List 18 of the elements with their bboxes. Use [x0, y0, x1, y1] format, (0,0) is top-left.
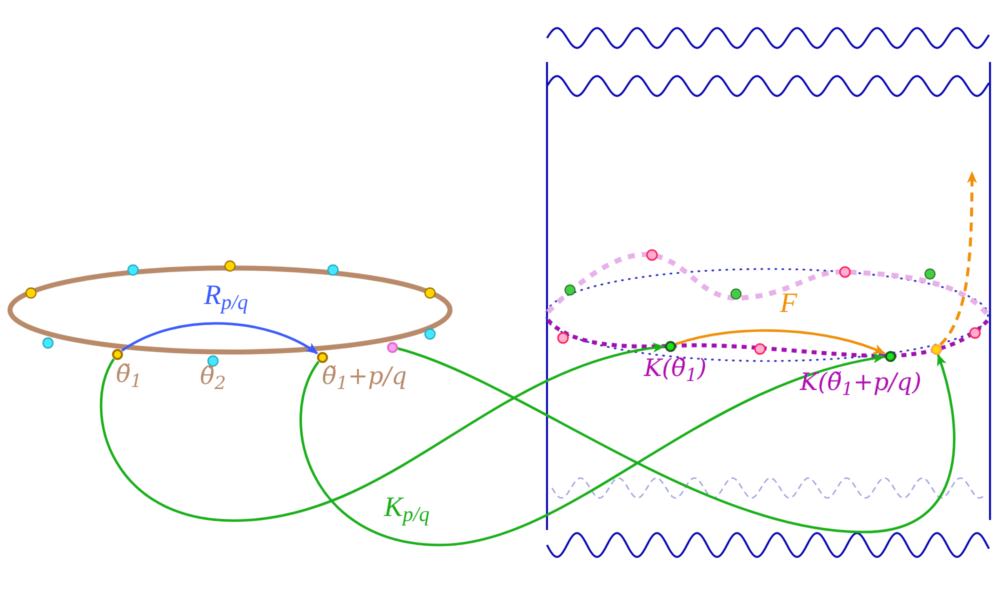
point-label: θ̃$_{1}$+p/q: [322, 364, 407, 388]
point-marker: [316, 352, 328, 362]
point-marker: [930, 344, 942, 354]
point-label: K(θ̃$_{1}$): [644, 356, 707, 380]
point-marker: [664, 340, 676, 352]
arrow: [397, 347, 956, 534]
edge-label: F: [780, 290, 798, 318]
arrow: [939, 171, 977, 346]
point-label: K(θ̃$_{1}$+p/q): [800, 370, 922, 394]
point-label: θ̃$_{2}$: [200, 364, 226, 388]
point-label: θ̃$_{1}$: [116, 362, 142, 386]
arrow: [675, 329, 886, 355]
point-marker: [112, 348, 122, 360]
point-marker: [386, 342, 398, 352]
arrow: [300, 354, 886, 546]
arrow: [121, 322, 318, 354]
arrow: [100, 343, 666, 522]
point-marker: [884, 350, 896, 362]
